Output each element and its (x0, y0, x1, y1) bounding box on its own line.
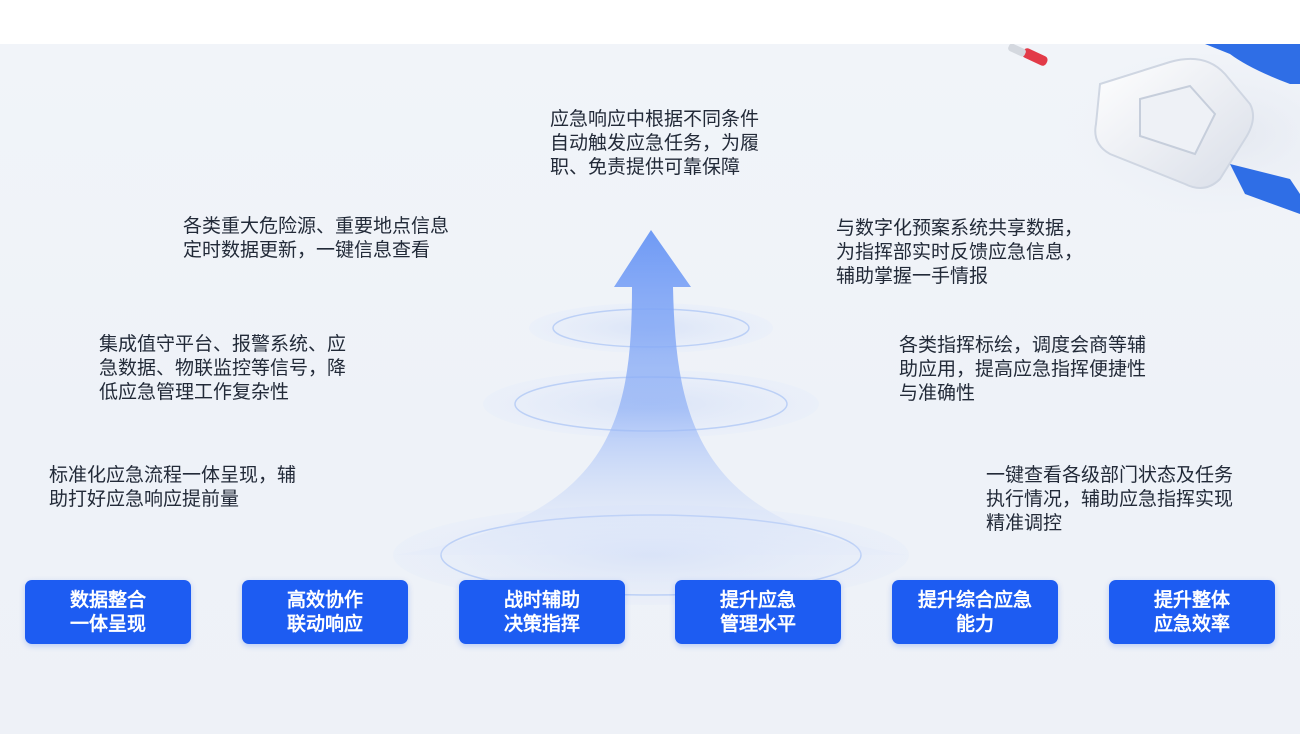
desc-left-1: 各类重大危险源、重要地点信息 定时数据更新，一键信息查看 (183, 215, 450, 261)
desc-left-3: 标准化应急流程一体呈现，辅 助打好应急响应提前量 (49, 464, 297, 510)
button-label-line1: 提升应急 (719, 589, 796, 611)
button-label-line2: 决策指挥 (503, 613, 580, 635)
button-label-line2: 一体呈现 (69, 613, 146, 635)
button-label-line1: 战时辅助 (503, 589, 580, 611)
feature-button-management-level[interactable]: 提升应急 管理水平 (675, 580, 841, 644)
feature-button-capability[interactable]: 提升综合应急 能力 (892, 580, 1058, 644)
desc-right-1: 与数字化预案系统共享数据， 为指挥部实时反馈应急信息， 辅助掌握一手情报 (836, 217, 1084, 287)
desc-top: 应急响应中根据不同条件 自动触发应急任务，为履 职、免责提供可靠保障 (550, 108, 760, 178)
button-label-line1: 数据整合 (69, 589, 146, 611)
feature-button-collaboration[interactable]: 高效协作 联动响应 (242, 580, 408, 644)
desc-right-3: 一键查看各级部门状态及任务 执行情况，辅助应急指挥实现 精准调控 (986, 464, 1234, 534)
button-label-line1: 提升整体 (1153, 589, 1230, 611)
button-label-line2: 能力 (955, 613, 994, 635)
button-label-line2: 联动响应 (286, 613, 363, 635)
button-label-line2: 管理水平 (719, 613, 796, 635)
button-label-line2: 应急效率 (1153, 613, 1230, 635)
desc-left-2: 集成值守平台、报警系统、应 急数据、物联监控等信号，降 低应急管理工作复杂性 (99, 333, 347, 403)
stapler-illustration (1008, 44, 1300, 214)
desc-right-2: 各类指挥标绘，调度会商等辅 助应用，提高应急指挥便捷性 与准确性 (899, 334, 1147, 404)
feature-button-efficiency[interactable]: 提升整体 应急效率 (1109, 580, 1275, 644)
diagram-stage: 应急响应中根据不同条件 自动触发应急任务，为履 职、免责提供可靠保障 各类重大危… (0, 44, 1300, 734)
button-label-line1: 高效协作 (286, 589, 363, 611)
feature-button-data-integration[interactable]: 数据整合 一体呈现 (25, 580, 191, 644)
feature-button-decision-support[interactable]: 战时辅助 决策指挥 (459, 580, 625, 644)
button-label-line1: 提升综合应急 (917, 589, 1032, 611)
arrow-shape (395, 230, 908, 555)
